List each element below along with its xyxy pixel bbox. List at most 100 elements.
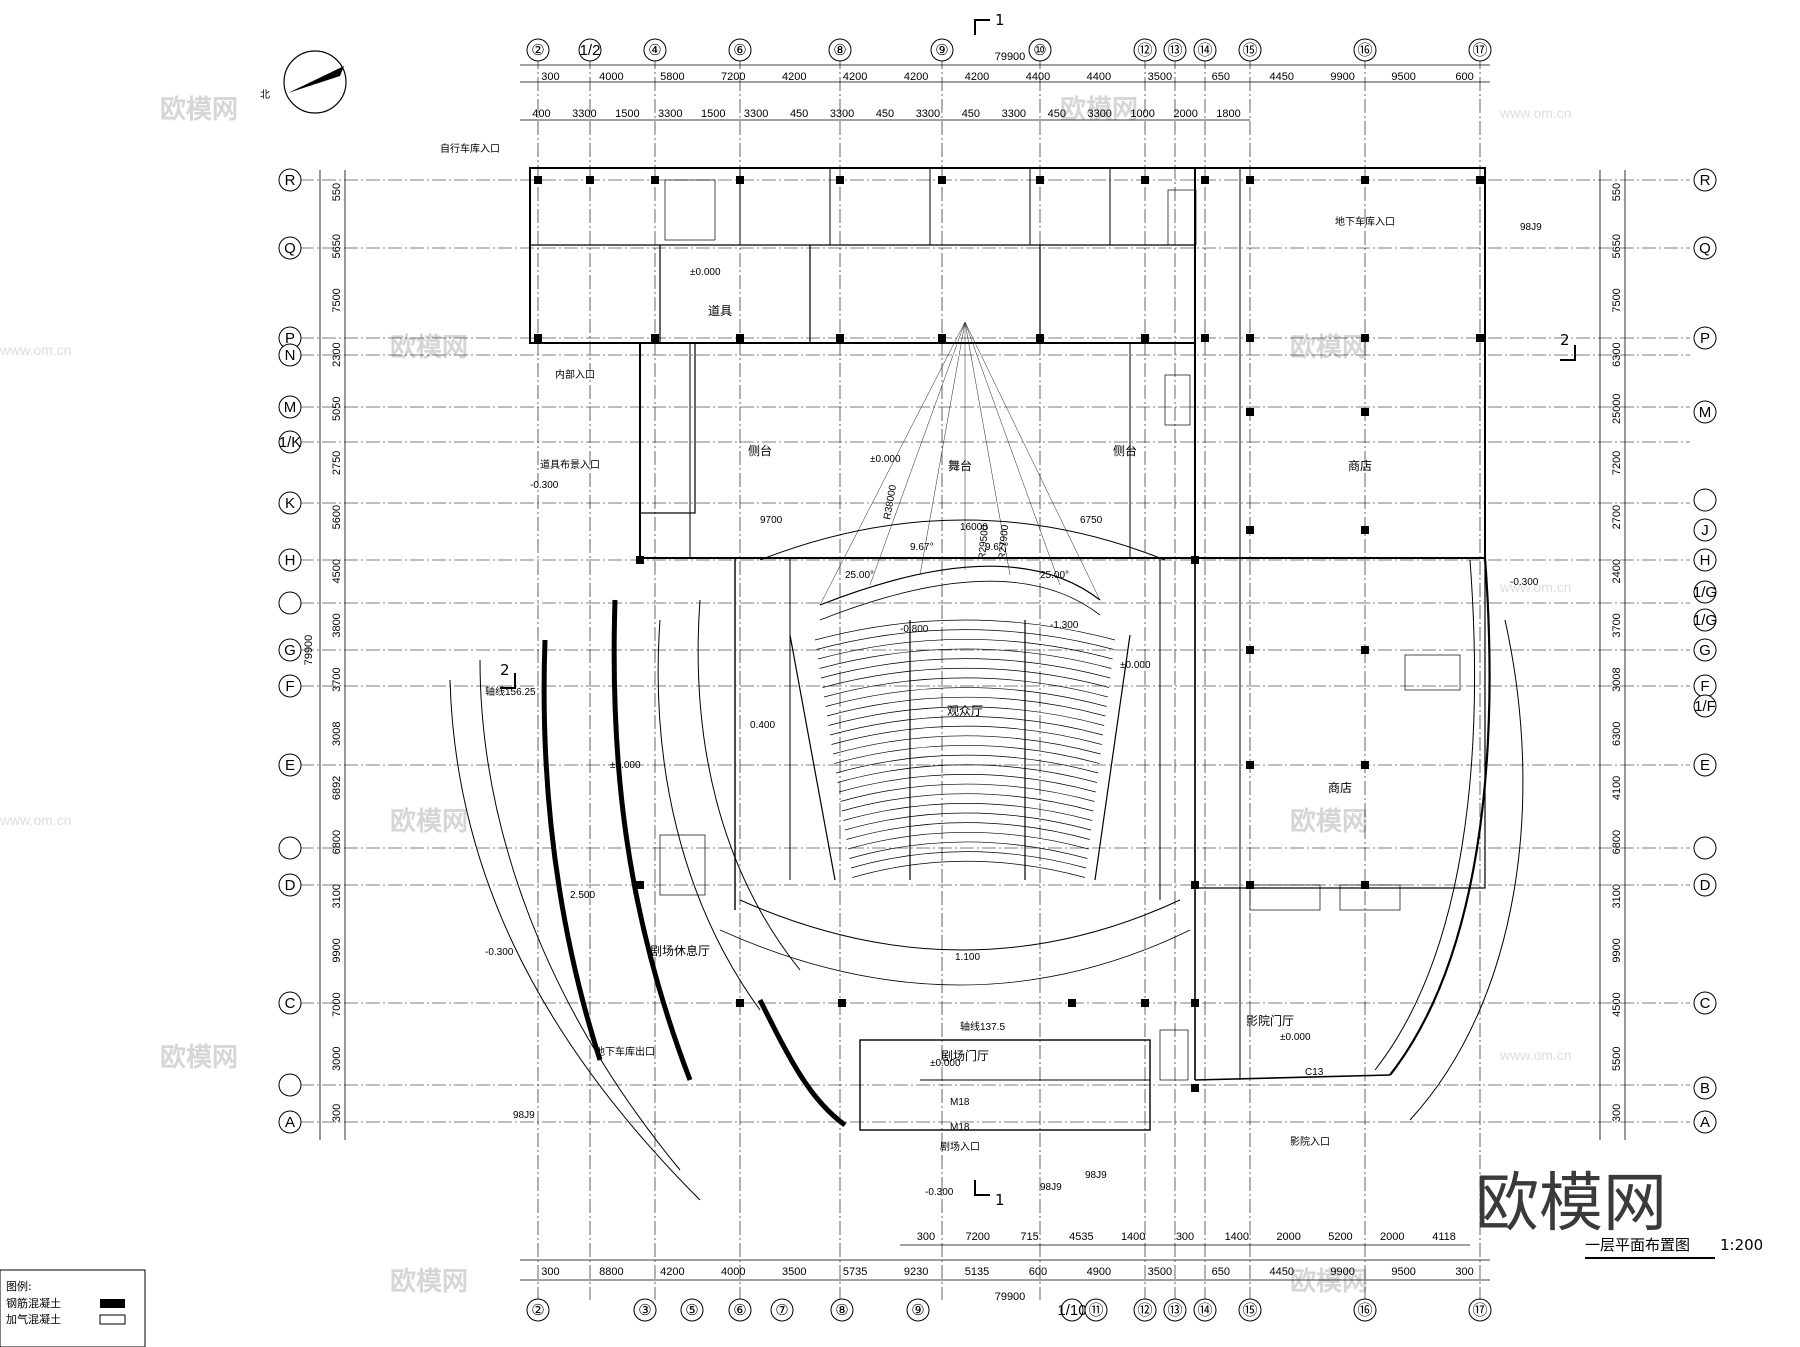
section-mark-label: 1 [995,1191,1005,1209]
axis-bubble-bottom: ② [526,1298,550,1322]
dimension-top-row1: 4000 [599,71,623,83]
axis-bubble-bottom: ⑭ [1193,1298,1217,1322]
axis-bubble-left: H [278,548,302,572]
axis-bubble-top-label: ⑩ [1033,42,1046,59]
dimension-bottom-row1: 3500 [782,1266,806,1278]
axis-bubble-top: ⑫ [1133,38,1157,62]
axis-bubble-right-label: E [1700,757,1710,774]
axis-bubble-right-label: 1/G [1693,612,1717,629]
column [1191,556,1199,564]
axis-bubble-right: P [1693,326,1717,350]
column [1191,881,1199,889]
dimension-left: 550 [331,183,343,201]
seat-row [847,831,1089,850]
auditorium-seating [719,321,1191,986]
props-entrance-label: 道具布景入口 [540,458,600,471]
axis-bubble-right: E [1693,753,1717,777]
column [1036,176,1044,184]
garage-exit-label: 地下车库出口 [595,1045,655,1058]
dimension-bottom-row1: 600 [1029,1266,1047,1278]
watermark: 欧模网 [160,94,238,125]
dimension-left: 300 [331,1104,343,1122]
dimension-left: 5050 [331,397,343,421]
stage-label: 舞台 [948,458,972,473]
dimension-bottom-row2: 4535 [1069,1231,1093,1243]
legend-title: 图例: [6,1279,32,1293]
axis-bubble-bottom-label: ⑫ [1137,1302,1152,1319]
stairs [659,179,1461,1081]
angle-label: 9.67° [985,542,1008,553]
dimension-text-right: 5505650750063002500072002700240037003008… [1611,183,1623,1122]
column [836,176,844,184]
elevation-mark: 1.100 [955,952,980,963]
axis-bubble-right-label: B [1700,1080,1710,1097]
detail-ref: 98J9 [1040,1182,1062,1193]
legend-item-aerated: 加气混凝土 [6,1312,61,1326]
angle-label: 25.00° [1040,570,1069,581]
watermark-layer: 欧模网 欧模网 欧模网 欧模网 欧模网 欧模网 欧模网 欧模网 欧模网 www.… [0,94,1572,1297]
dimension-top-row2: 3300 [916,108,940,120]
dimension-bottom-row1: 650 [1212,1266,1230,1278]
detail-ref: 98J9 [1085,1170,1107,1181]
dimension-top-row2: 1000 [1130,108,1154,120]
axis-bubble-top: ④ [643,38,667,62]
axis-bubble-bottom-label: ⑰ [1472,1302,1487,1319]
dimension-top-row2: 3300 [1087,108,1111,120]
column [1246,526,1254,534]
grid-horizontal-lines [300,179,1690,1123]
column [534,334,542,342]
column [1361,761,1369,769]
shop-lower-label: 商店 [1328,780,1352,795]
column [1201,176,1209,184]
axis-bubble-right-label: 1/G [1693,584,1717,601]
annotations: ±0.000 ±0.000 ±0.000 ±0.000 ±0.000 ±0.00… [485,222,1542,1198]
axis-bubble-bottom-label: ⑧ [835,1302,848,1319]
axis-bubble-bottom-label: ⑤ [685,1302,698,1319]
dimension-top-row1: 300 [541,71,559,83]
dimension-top-row2: 450 [1048,108,1066,120]
axis-bubble-top: ⑮ [1238,38,1262,62]
overall-dimension-left: 79900 [303,635,315,666]
axis-bubble-left-label: A [285,1114,295,1131]
column [1361,334,1369,342]
column [651,334,659,342]
elevation-mark: -0.300 [485,947,514,958]
axis-bubble-bottom-label: ⑦ [775,1302,788,1319]
axis-bubble-bottom-label: ⑥ [733,1302,746,1319]
axis-bubble-bottom: ⑨ [906,1298,930,1322]
site-logo: 欧模网 [1475,1167,1667,1241]
axis-bubble-top: ⑧ [828,38,852,62]
axis-bubble-right: C [1693,991,1717,1015]
dimension-bottom-row2: 4118 [1432,1231,1456,1243]
dimension-left: 3700 [331,667,343,691]
axis-bubble-bottom-label: ⑬ [1167,1302,1182,1319]
axis-bubble-bottom-label: ③ [638,1302,651,1319]
door-label: M18 [950,1097,970,1108]
axis-bubble-left-label: C [285,995,296,1012]
dimension-right: 4100 [1611,776,1623,800]
axis-bubble-top-label: ⑥ [733,42,746,59]
dimension-right: 3008 [1611,667,1623,691]
dimension-top-row2: 450 [790,108,808,120]
axis-bubble-bottom: ⑫ [1133,1298,1157,1322]
radius-label: R29500 [977,524,991,560]
axis-bubble-bottom: ⑮ [1238,1298,1262,1322]
legend-swatch-concrete [100,1299,125,1308]
axis-bubble-right-label: H [1700,552,1711,569]
dimension-top-row1: 9500 [1391,71,1415,83]
theater-hall-label: 剧场门厅 [941,1048,989,1063]
axis-bubble-left-label: M [284,399,297,416]
section-mark-label: 2 [500,661,510,679]
column [1476,176,1484,184]
dimension-right: 6800 [1611,830,1623,854]
axis-bubble-left-label: Q [284,240,296,257]
dimension-top-row2: 1500 [615,108,639,120]
watermark: 欧模网 [390,806,468,837]
seat-row [825,687,1107,707]
axis-bubble-left: M [278,395,302,419]
axis-bubble-top: ⑭ [1193,38,1217,62]
